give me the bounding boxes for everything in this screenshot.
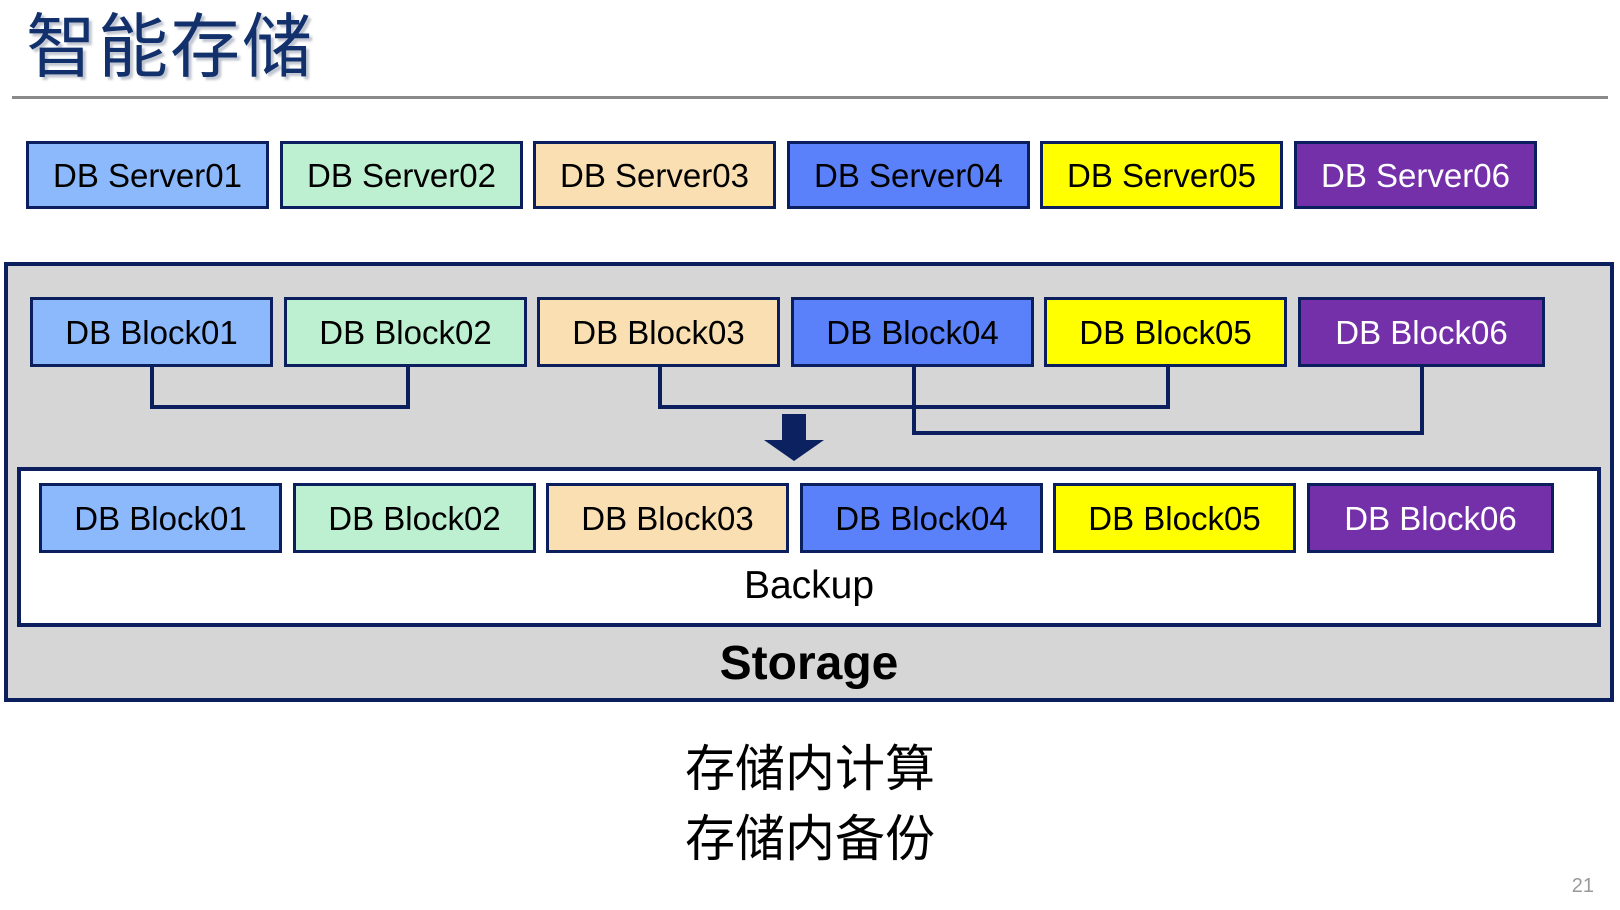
db-block-box-1[interactable]: DB Block01 (30, 297, 273, 367)
caption-line-2: 存储内备份 (685, 811, 935, 867)
db-server-box-4[interactable]: DB Server04 (787, 141, 1030, 209)
caption-block: 存储内计算存储内备份 (0, 734, 1620, 874)
bracket-block04-block06 (912, 367, 1424, 435)
db-block-box-6[interactable]: DB Block06 (1298, 297, 1545, 367)
page-number: 21 (1571, 875, 1594, 897)
page-title: 智能存储 (26, 8, 314, 86)
title-divider (12, 96, 1608, 99)
storage-label: Storage (719, 637, 899, 690)
db-backup-block-box-6[interactable]: DB Block06 (1307, 483, 1554, 553)
bracket-block01-block02 (150, 367, 410, 409)
db-server-box-5[interactable]: DB Server05 (1040, 141, 1283, 209)
db-backup-block-box-3[interactable]: DB Block03 (546, 483, 789, 553)
db-backup-block-box-1[interactable]: DB Block01 (39, 483, 282, 553)
db-server-box-2[interactable]: DB Server02 (280, 141, 523, 209)
down-arrow-icon (764, 414, 824, 461)
db-server-box-6[interactable]: DB Server06 (1294, 141, 1537, 209)
db-block-box-5[interactable]: DB Block05 (1044, 297, 1287, 367)
db-block-box-3[interactable]: DB Block03 (537, 297, 780, 367)
db-server-box-3[interactable]: DB Server03 (533, 141, 776, 209)
db-server-box-1[interactable]: DB Server01 (26, 141, 269, 209)
backup-label: Backup (743, 564, 875, 607)
db-block-box-4[interactable]: DB Block04 (791, 297, 1034, 367)
db-backup-block-box-5[interactable]: DB Block05 (1053, 483, 1296, 553)
db-backup-block-box-4[interactable]: DB Block04 (800, 483, 1043, 553)
db-block-box-2[interactable]: DB Block02 (284, 297, 527, 367)
caption-line-1: 存储内计算 (685, 741, 935, 797)
db-backup-block-box-2[interactable]: DB Block02 (293, 483, 536, 553)
